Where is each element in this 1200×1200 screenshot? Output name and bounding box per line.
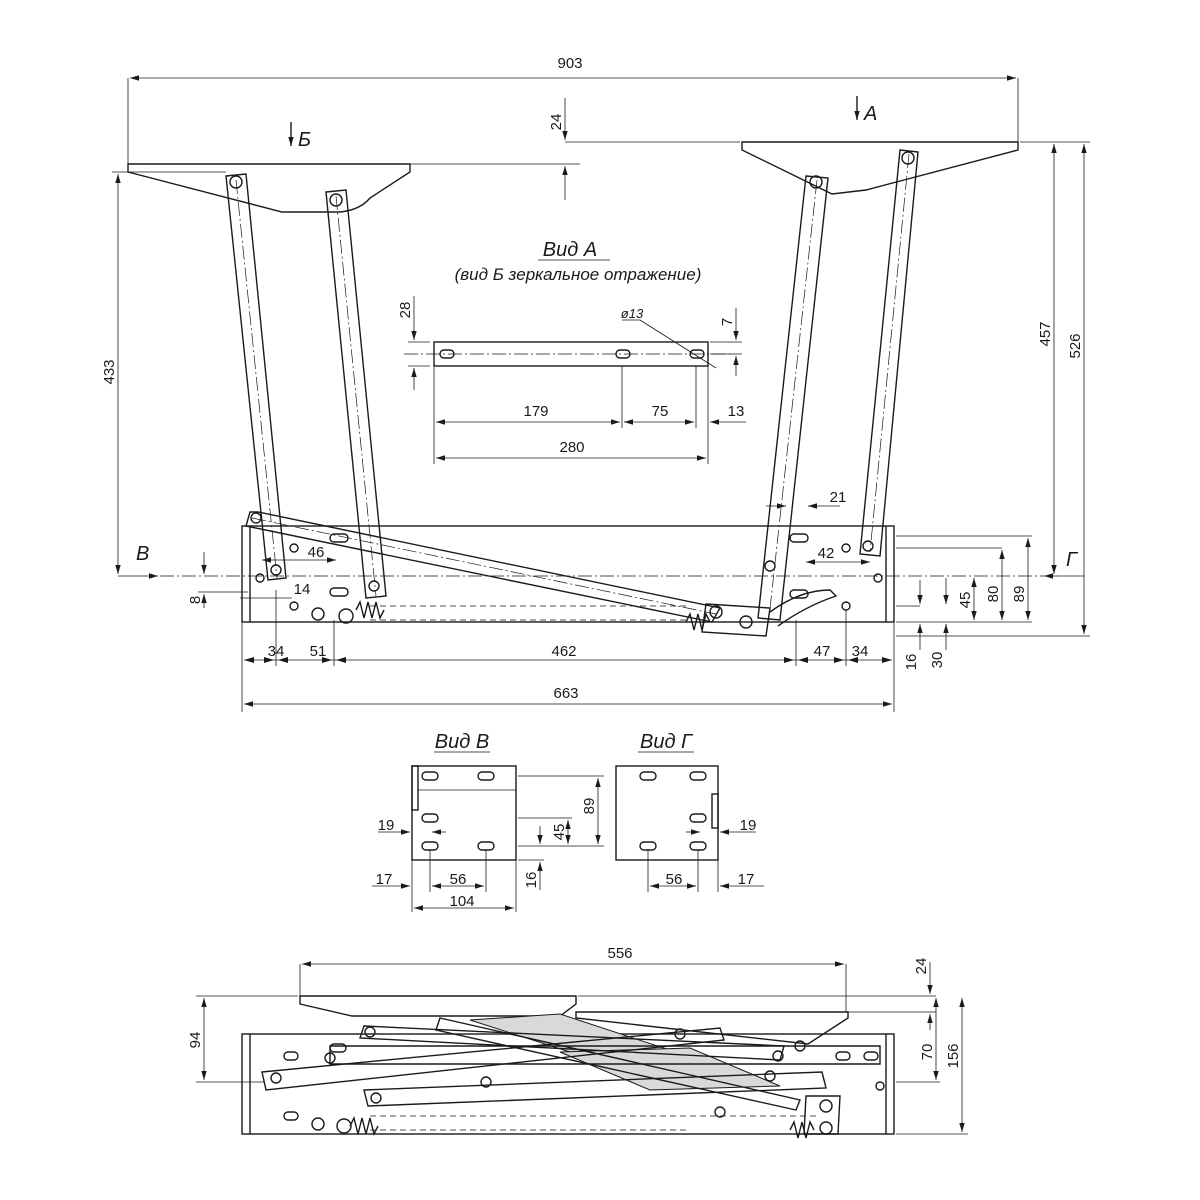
pivot-holes — [229, 151, 915, 629]
pivot-bracket — [701, 603, 771, 637]
dim-51: 51 — [310, 643, 327, 660]
view-v-dim-45: 45 — [551, 824, 568, 841]
folded-dim-24: 24 — [913, 958, 930, 975]
dim-14: 14 — [294, 581, 311, 598]
leader — [639, 319, 717, 369]
view-v-dim-56: 56 — [450, 871, 467, 888]
folded-mechanism: 556 — [187, 945, 968, 1139]
view-g-detail: Вид Г 19 56 17 — [615, 731, 764, 892]
dim-46: 46 — [308, 544, 325, 561]
dim-34-left: 34 — [268, 643, 285, 660]
folded-bracket — [803, 1095, 841, 1135]
folded-pivot-holes — [270, 1026, 885, 1135]
dim-7: 7 — [719, 318, 736, 326]
centerline — [869, 153, 910, 553]
folded-right-spring — [789, 1119, 815, 1139]
view-v-dim-19: 19 — [378, 817, 395, 834]
view-g-holes — [639, 771, 707, 851]
dim-75: 75 — [652, 403, 669, 420]
dim-663: 663 — [553, 685, 578, 702]
folded-arm — [329, 1045, 881, 1065]
centerline — [768, 179, 818, 619]
slot-hole — [439, 349, 455, 359]
view-v-flange — [411, 765, 419, 811]
view-label-g: Г — [1066, 549, 1079, 571]
centerline — [251, 517, 717, 615]
dim-47: 47 — [814, 643, 831, 660]
folded-top-plate — [299, 995, 577, 1017]
dim-462: 462 — [551, 643, 576, 660]
left-spring — [355, 599, 385, 621]
view-g-dim-56: 56 — [666, 871, 683, 888]
view-label-v: В — [136, 543, 149, 565]
dim-89: 89 — [1011, 586, 1028, 603]
right-top-plate — [741, 141, 1019, 195]
folded-arm — [261, 1027, 725, 1091]
centerline — [335, 195, 377, 597]
view-v-title: Вид В — [435, 731, 489, 753]
dim-42: 42 — [818, 545, 835, 562]
view-a-detail: Вид А (вид Б зеркальное отражение) ø13 2… — [397, 239, 746, 464]
dim-45: 45 — [957, 592, 974, 609]
view-v-dim-89: 89 — [581, 798, 598, 815]
curved-guide — [769, 589, 838, 627]
left-top-plate — [127, 163, 411, 213]
dim-156: 156 — [945, 1043, 962, 1068]
expanded-mechanism: 903 24 Б А — [101, 55, 1090, 712]
dim-80: 80 — [985, 586, 1002, 603]
dim-94: 94 — [187, 1032, 204, 1049]
left-outer-arm — [225, 173, 287, 581]
right-spring — [685, 611, 711, 631]
folded-arm — [435, 1017, 801, 1111]
left-inner-arm — [325, 189, 387, 599]
view-a-title: Вид А — [543, 239, 597, 261]
dim-24: 24 — [548, 114, 565, 131]
hole-diameter: ø13 — [621, 306, 644, 321]
view-v-dim-17: 17 — [376, 871, 393, 888]
dim-70: 70 — [919, 1044, 936, 1061]
dim-21: 21 — [830, 489, 847, 506]
view-g-flange — [711, 793, 719, 829]
dim-28: 28 — [397, 302, 414, 319]
centerline — [235, 179, 278, 579]
dim-13: 13 — [728, 403, 745, 420]
folded-left-spring — [349, 1115, 379, 1137]
folded-arm — [363, 1071, 827, 1107]
dim-8: 8 — [187, 596, 204, 604]
slot-hole — [689, 349, 705, 359]
view-g-dim-17: 17 — [738, 871, 755, 888]
view-v-dim-104: 104 — [449, 893, 474, 910]
folded-right-plate — [575, 1011, 849, 1045]
dim-903: 903 — [557, 55, 582, 72]
dim-280: 280 — [559, 439, 584, 456]
view-g-title: Вид Г — [640, 731, 694, 753]
dim-433: 433 — [101, 359, 118, 384]
view-label-a: А — [863, 103, 877, 125]
view-v-dim-16: 16 — [523, 872, 540, 889]
view-g-dim-19: 19 — [740, 817, 757, 834]
dim-34-right: 34 — [852, 643, 869, 660]
base-frame — [241, 525, 895, 623]
dim-556: 556 — [607, 945, 632, 962]
slot-hole — [615, 349, 631, 359]
dim-16: 16 — [903, 654, 920, 671]
view-v-detail: Вид В 19 45 89 16 17 56 — [372, 731, 604, 912]
right-inner-arm — [859, 149, 919, 557]
diagonal-link — [245, 511, 722, 623]
view-v-holes — [421, 771, 495, 851]
dim-457: 457 — [1037, 321, 1054, 346]
dim-30: 30 — [929, 652, 946, 669]
view-label-b: Б — [298, 129, 311, 151]
view-v-plate — [411, 765, 517, 861]
dim-179: 179 — [523, 403, 548, 420]
dim-526: 526 — [1067, 333, 1084, 358]
view-a-subtitle: (вид Б зеркальное отражение) — [455, 265, 702, 284]
